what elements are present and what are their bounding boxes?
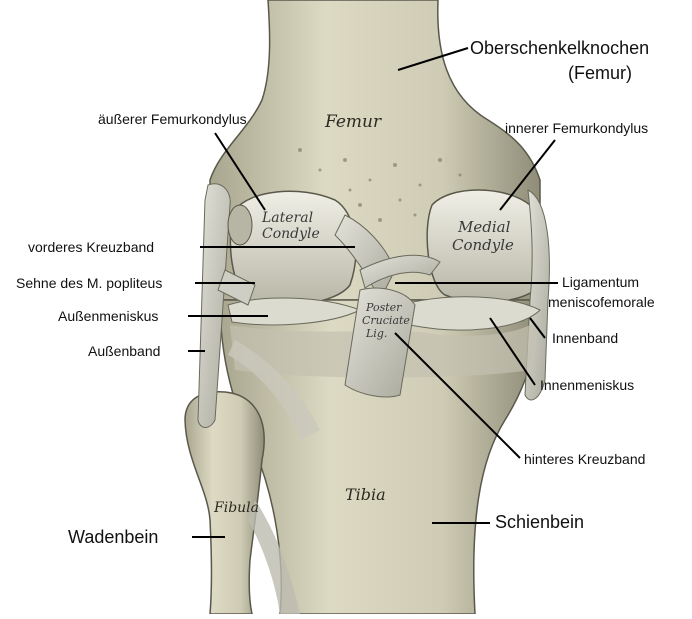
- label-popliteus-tendon: Sehne des M. popliteus: [16, 275, 162, 291]
- label-fibula: Wadenbein: [68, 527, 158, 548]
- engraving-medial-2: Condyle: [452, 236, 514, 254]
- engraving-femur: Femur: [324, 112, 382, 132]
- label-anterior-cruciate: vorderes Kreuzband: [28, 239, 154, 255]
- label-tibia: Schienbein: [495, 512, 584, 533]
- label-femur: Oberschenkelknochen: [470, 38, 649, 59]
- label-medial-condyle: innerer Femurkondylus: [505, 120, 648, 136]
- label-femur-latin: (Femur): [568, 63, 632, 84]
- label-medial-ligament: Innenband: [552, 330, 618, 346]
- label-lateral-ligament: Außenband: [88, 343, 160, 359]
- engraving-post-2: Cruciate: [362, 314, 410, 327]
- label-medial-meniscus: Innenmeniskus: [540, 377, 634, 393]
- engraving-lateral-1: Lateral: [261, 210, 313, 226]
- engraving-post-3: Lig.: [365, 327, 387, 340]
- engraving-lateral-2: Condyle: [262, 226, 320, 242]
- label-lateral-condyle: äußerer Femurkondylus: [98, 111, 247, 127]
- engraving-post-1: Poster: [365, 301, 402, 314]
- engraving-tibia: Tibia: [345, 485, 386, 504]
- engraving-medial-1: Medial: [457, 218, 511, 236]
- label-meniscofemoral: Ligamentum: [562, 274, 639, 290]
- lateral-epicondyle: [228, 205, 252, 245]
- label-posterior-cruciate: hinteres Kreuzband: [524, 451, 645, 467]
- label-meniscofemoral-2: meniscofemorale: [548, 294, 655, 310]
- engraving-fibula: Fibula: [213, 500, 259, 516]
- label-lateral-meniscus: Außenmeniskus: [58, 308, 158, 324]
